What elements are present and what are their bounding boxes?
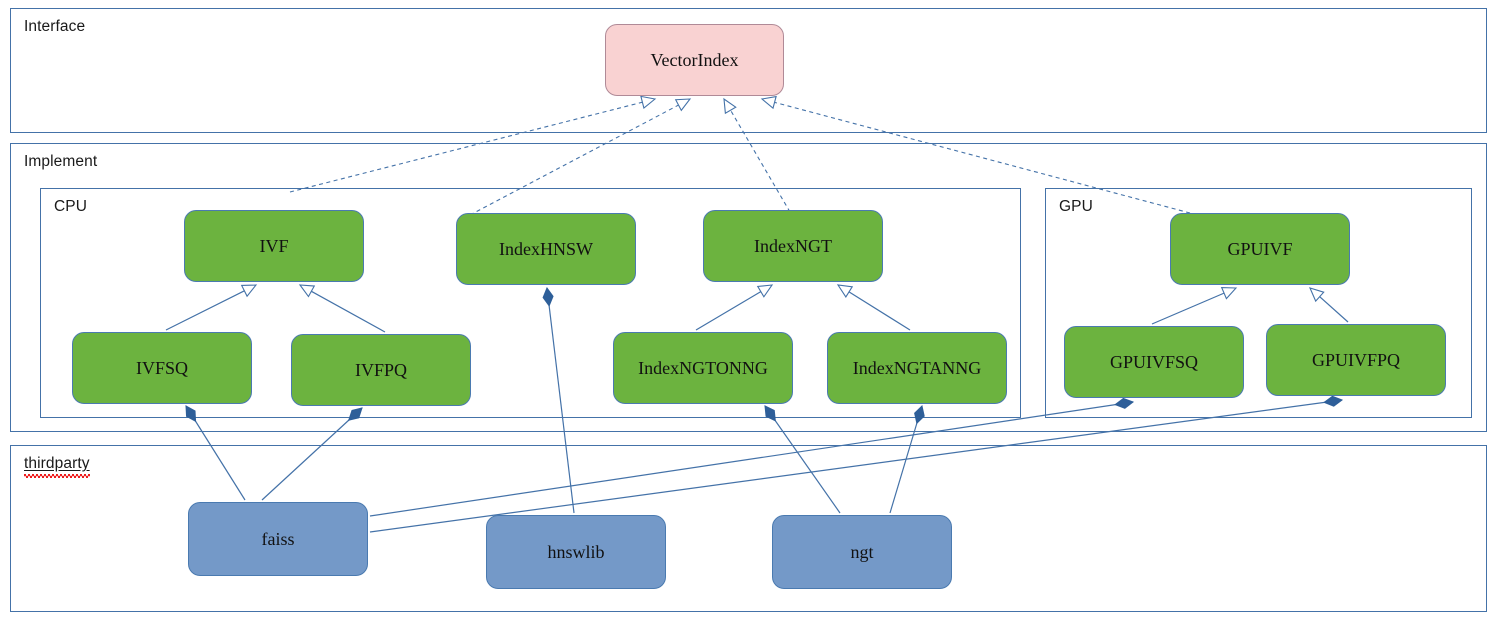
group-frame-interface (10, 8, 1487, 133)
arrowhead-hollow-triangle-icon (756, 284, 774, 298)
group-label-gpu: GPU (1059, 198, 1093, 215)
edge-ngt-to-indexngtonng (764, 405, 841, 514)
edge-gpuivfsq-to-gpuivf (1151, 287, 1238, 325)
node-faiss[interactable]: faiss (188, 502, 368, 576)
node-label-ivf: IVF (259, 236, 289, 256)
node-gpuivfsq[interactable]: GPUIVFSQ (1064, 326, 1244, 398)
arrowhead-filled-diamond-icon (1323, 395, 1344, 407)
group-label-implement: Implement (24, 153, 98, 170)
group-frame-implement (10, 143, 1487, 432)
node-label-indexngtonng: IndexNGTONNG (638, 358, 768, 378)
node-indexhnsw[interactable]: IndexHNSW (456, 213, 636, 285)
arrowhead-hollow-triangle-icon (1309, 287, 1325, 303)
node-label-vectorindex: VectorIndex (650, 50, 739, 70)
edge-faiss-to-gpuivfpq (369, 395, 1344, 533)
node-label-gpuivfsq: GPUIVFSQ (1109, 352, 1199, 372)
node-hnswlib[interactable]: hnswlib (486, 515, 666, 589)
node-gpuivf[interactable]: GPUIVF (1170, 213, 1350, 285)
arrowhead-filled-diamond-icon (914, 405, 925, 425)
node-label-ivfsq: IVFSQ (135, 358, 188, 378)
node-ivfpq[interactable]: IVFPQ (291, 334, 471, 406)
arrowhead-filled-diamond-icon (347, 407, 363, 421)
node-label-faiss: faiss (261, 529, 295, 549)
node-ivfsq[interactable]: IVFSQ (72, 332, 252, 404)
group-label-cpu: CPU (54, 198, 88, 215)
edge-indexngtonng-to-indexngt (695, 284, 774, 331)
group-label-interface: Interface (24, 18, 86, 35)
arrowhead-hollow-triangle-icon (723, 97, 737, 115)
node-ivf[interactable]: IVF (184, 210, 364, 282)
edge-indexhnsw-to-vectorindex (469, 98, 692, 216)
node-indexngtonng[interactable]: IndexNGTONNG (613, 332, 793, 404)
arrowhead-hollow-triangle-icon (640, 95, 657, 109)
arrowhead-filled-diamond-icon (542, 286, 554, 307)
node-indexngtanng[interactable]: IndexNGTANNG (827, 332, 1007, 404)
group-frame-gpu (1045, 188, 1472, 418)
group-label-thirdparty: thirdparty (24, 455, 90, 478)
edge-faiss-to-gpuivfsq (369, 397, 1135, 517)
arrowhead-filled-diamond-icon (185, 405, 197, 423)
arrowhead-filled-diamond-icon (764, 405, 776, 422)
arrowhead-hollow-triangle-icon (674, 98, 692, 112)
arrowhead-hollow-triangle-icon (760, 95, 777, 110)
edge-gpuivf-to-vectorindex (760, 95, 1191, 214)
node-label-gpuivf: GPUIVF (1227, 239, 1293, 259)
node-label-indexhnsw: IndexHNSW (499, 239, 593, 259)
edge-ngt-to-indexngtanng (889, 405, 925, 514)
edge-indexngt-to-vectorindex (723, 97, 791, 213)
edge-faiss-to-ivfpq (261, 407, 363, 501)
edge-ivfsq-to-ivf (165, 284, 258, 331)
arrowhead-hollow-triangle-icon (240, 284, 258, 298)
edge-gpuivfpq-to-gpuivf (1309, 287, 1349, 323)
node-label-indexngtanng: IndexNGTANNG (852, 358, 982, 378)
arrowhead-filled-diamond-icon (1114, 397, 1135, 409)
node-label-indexngt: IndexNGT (754, 236, 832, 256)
edge-faiss-to-ivfsq (185, 405, 246, 501)
arrowhead-hollow-triangle-icon (836, 284, 854, 298)
node-indexngt[interactable]: IndexNGT (703, 210, 883, 282)
edge-indexngtanng-to-indexngt (836, 284, 911, 331)
node-vectorindex[interactable]: VectorIndex (605, 24, 784, 96)
node-ngt[interactable]: ngt (772, 515, 952, 589)
group-frame-thirdparty (10, 445, 1487, 612)
node-gpuivfpq[interactable]: GPUIVFPQ (1266, 324, 1446, 396)
arrowhead-hollow-triangle-icon (298, 284, 316, 298)
node-label-gpuivfpq: GPUIVFPQ (1311, 350, 1401, 370)
edge-ivf-to-vectorindex (289, 95, 657, 193)
group-frame-cpu (40, 188, 1021, 418)
node-label-ngt: ngt (850, 542, 874, 562)
node-label-ivfpq: IVFPQ (354, 360, 407, 380)
node-label-hnswlib: hnswlib (547, 542, 605, 562)
edge-ivfpq-to-ivf (298, 284, 386, 333)
spellcheck-underline-icon (24, 474, 90, 478)
edge-hnswlib-to-indexhnsw (542, 286, 575, 514)
arrowhead-hollow-triangle-icon (1220, 287, 1238, 300)
